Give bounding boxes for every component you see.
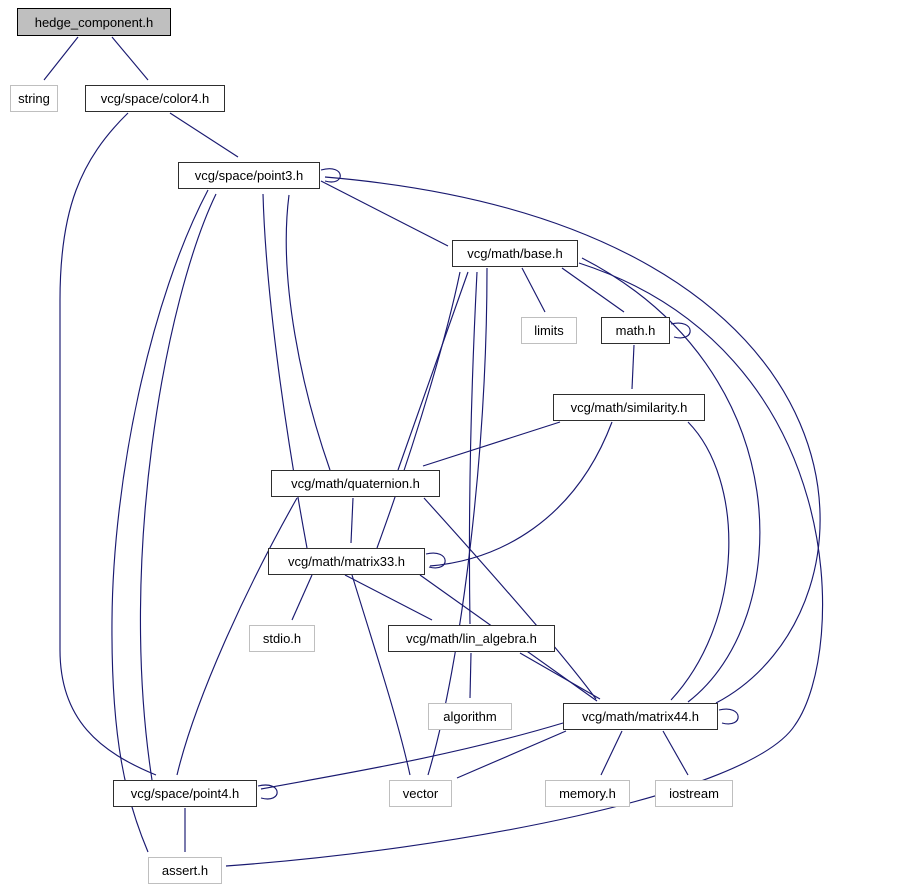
node-label-limits: limits [534, 323, 564, 338]
node-label-string: string [18, 91, 50, 106]
node-label-math: math.h [615, 323, 656, 338]
edge-matrix44-to-point4 [260, 722, 564, 790]
edge-quaternion-to-point3 [285, 194, 331, 471]
edge-similarity-to-matrix33 [429, 421, 613, 567]
edge-matrix33-to-stdio [291, 574, 313, 621]
node-label-color4: vcg/space/color4.h [100, 91, 210, 106]
node-linalg[interactable]: vcg/math/lin_algebra.h [388, 625, 555, 652]
edge-color4-to-point3 [169, 112, 239, 158]
node-point3[interactable]: vcg/space/point3.h [178, 162, 320, 189]
node-point4[interactable]: vcg/space/point4.h [113, 780, 257, 807]
node-algorithm[interactable]: algorithm [428, 703, 512, 730]
node-hedge: hedge_component.h [17, 8, 171, 36]
node-math[interactable]: math.h [601, 317, 670, 344]
edge-matrix33-to-linalg [344, 574, 433, 621]
edge-quaternion-to-point4 [176, 497, 298, 776]
edge-matrix44-to-matrix44 [718, 708, 739, 725]
node-label-matrix44: vcg/math/matrix44.h [581, 709, 700, 724]
edge-linalg-to-base [468, 271, 478, 625]
edge-similarity-to-quaternion [422, 421, 561, 467]
node-matrix44[interactable]: vcg/math/matrix44.h [563, 703, 718, 730]
node-assert[interactable]: assert.h [148, 857, 222, 884]
edge-linalg-to-matrix44 [519, 652, 601, 700]
node-label-vector: vector [402, 786, 439, 801]
edge-point3-to-assert [111, 189, 209, 853]
edge-matrix33-to-matrix33 [425, 552, 446, 569]
edge-point4-to-point3 [139, 193, 217, 781]
node-iostream[interactable]: iostream [655, 780, 733, 807]
node-matrix33[interactable]: vcg/math/matrix33.h [268, 548, 425, 575]
edge-hedge-to-color4 [111, 36, 149, 81]
node-label-stdio: stdio.h [262, 631, 302, 646]
node-label-assert: assert.h [161, 863, 209, 878]
edge-matrix33-to-point3 [262, 193, 308, 549]
node-label-linalg: vcg/math/lin_algebra.h [406, 631, 537, 646]
edge-quaternion-to-matrix33 [350, 497, 354, 544]
node-label-matrix33: vcg/math/matrix33.h [287, 554, 406, 569]
node-label-point3: vcg/space/point3.h [194, 168, 304, 183]
node-label-algorithm: algorithm [443, 709, 497, 724]
edge-base-to-assert [225, 262, 824, 867]
edge-quaternion-to-base [397, 271, 469, 471]
edge-base-to-vector [427, 267, 488, 776]
edge-matrix44-to-iostream [662, 730, 689, 776]
edge-matrix33-to-vector [351, 574, 411, 776]
edge-color4-to-point4 [59, 112, 157, 776]
edge-linalg-to-algorithm [469, 652, 472, 699]
node-quaternion[interactable]: vcg/math/quaternion.h [271, 470, 440, 497]
edge-matrix44-to-vector [456, 730, 567, 779]
node-stdio[interactable]: stdio.h [249, 625, 315, 652]
edge-matrix44-to-point3 [324, 176, 821, 704]
node-label-iostream: iostream [669, 786, 719, 801]
edge-point3-to-point3 [320, 168, 341, 183]
node-label-point4: vcg/space/point4.h [130, 786, 240, 801]
edge-matrix44-to-memory [600, 730, 623, 776]
node-label-similarity: vcg/math/similarity.h [570, 400, 688, 415]
node-label-memory: memory.h [559, 786, 616, 801]
edge-hedge-to-string [43, 36, 79, 81]
edge-point3-to-base [320, 180, 449, 247]
node-label-base: vcg/math/base.h [467, 246, 563, 261]
node-memory[interactable]: memory.h [545, 780, 630, 807]
edge-quaternion-to-matrix44 [423, 497, 597, 700]
node-vector[interactable]: vector [389, 780, 452, 807]
edge-point4-to-point4 [257, 784, 278, 800]
edge-matrix44-to-base [581, 257, 761, 703]
node-label-hedge: hedge_component.h [34, 14, 154, 30]
node-base[interactable]: vcg/math/base.h [452, 240, 578, 267]
node-string[interactable]: string [10, 85, 58, 112]
edge-base-to-limits [521, 267, 546, 313]
edge-math-to-similarity [631, 344, 635, 390]
edge-matrix33-to-base [376, 271, 461, 549]
edge-base-to-math [561, 267, 625, 313]
node-color4[interactable]: vcg/space/color4.h [85, 85, 225, 112]
node-limits[interactable]: limits [521, 317, 577, 344]
edge-math-to-math [670, 322, 691, 339]
node-similarity[interactable]: vcg/math/similarity.h [553, 394, 705, 421]
node-label-quaternion: vcg/math/quaternion.h [291, 476, 420, 491]
edge-similarity-to-matrix44 [670, 421, 730, 701]
